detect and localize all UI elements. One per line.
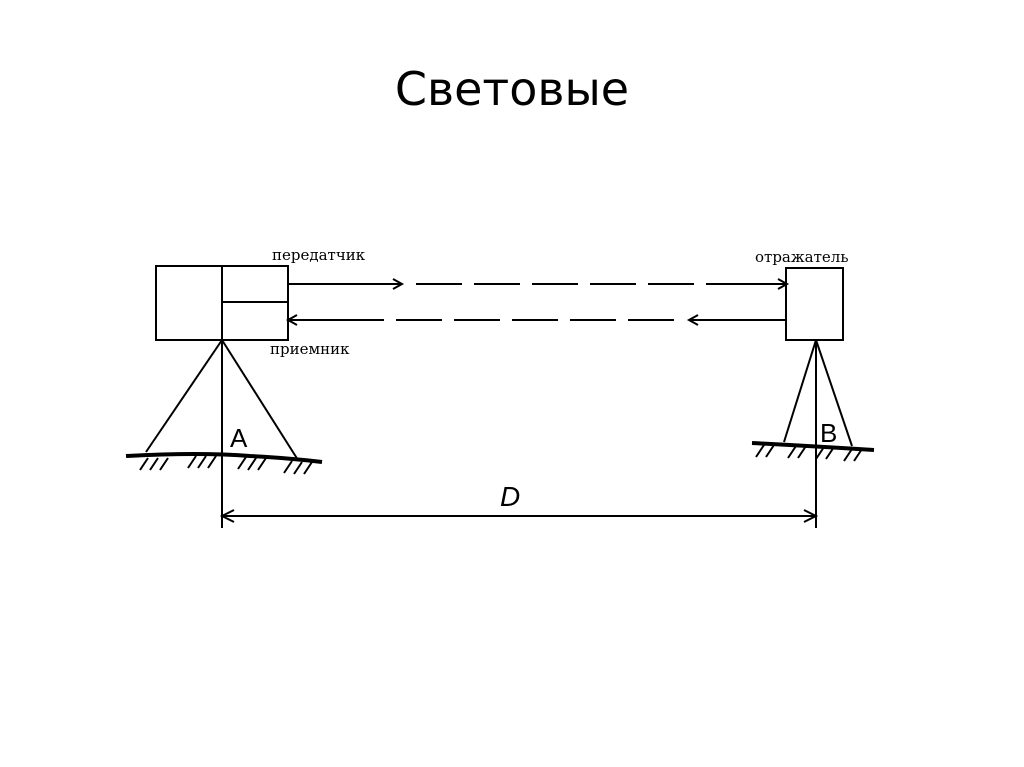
transmitter-label: передатчик	[272, 246, 366, 264]
tripod-b	[783, 339, 853, 528]
arrow-head-out-2	[777, 278, 790, 290]
ground-b	[751, 441, 875, 462]
return-beam	[285, 314, 786, 326]
distance-dimension	[219, 509, 819, 523]
arrow-head-out-1	[392, 278, 405, 290]
slide-title: Световые	[394, 62, 630, 116]
distance-label: D	[500, 481, 520, 512]
reflector-label: отражатель	[755, 248, 849, 266]
point-b-label: B	[820, 418, 837, 448]
point-a-label: A	[230, 423, 248, 453]
reflector	[785, 267, 844, 341]
rangefinder-instrument	[155, 265, 289, 341]
dimension-arrow-right	[803, 509, 819, 523]
arrow-head-back-1	[686, 314, 699, 326]
outgoing-beam	[288, 278, 790, 290]
reflector-body	[785, 267, 844, 341]
arrow-head-back-2	[285, 314, 298, 326]
receiver-label: приемник	[270, 340, 350, 358]
tripod-a	[145, 339, 299, 528]
dimension-arrow-left	[219, 509, 235, 523]
ground-a	[125, 452, 323, 475]
